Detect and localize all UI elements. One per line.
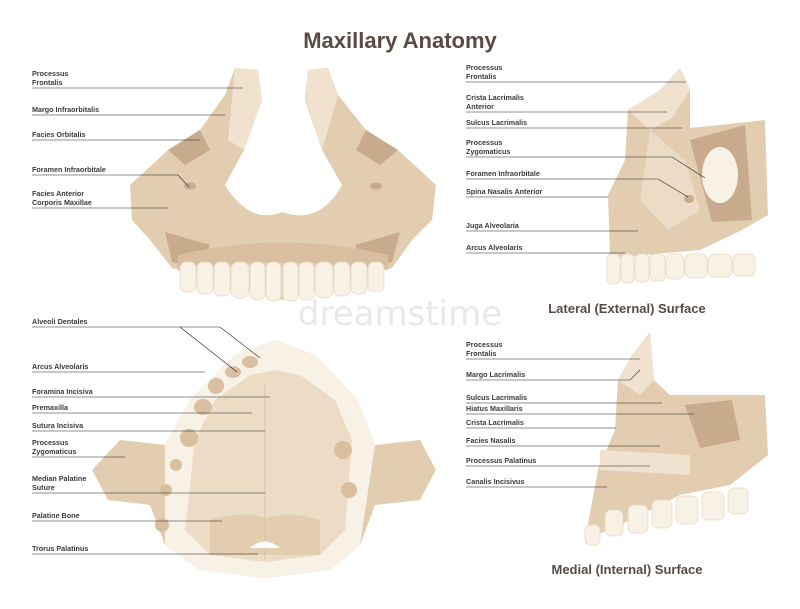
label-line: Zygomaticus (32, 447, 76, 456)
label-processus-palatinus: Processus Palatinus (466, 456, 650, 467)
svg-text:Palatine Bone: Palatine Bone (32, 511, 80, 520)
label-line: Facies Anterior (32, 189, 84, 198)
label-line: Processus (466, 63, 502, 72)
label-line: Corporis Maxillae (32, 198, 92, 207)
label-line: Processus (32, 69, 68, 78)
svg-text:Canalis Incisivus: Canalis Incisivus (466, 477, 524, 486)
label-line: Processus (466, 340, 502, 349)
medial-view-illustration (584, 332, 768, 546)
label-foramen-infraorbitale-lateral: Foramen Infraorbitale (466, 169, 689, 198)
svg-text:Margo Infraorbitalis: Margo Infraorbitalis (32, 105, 99, 114)
label-sulcus-lacrimalis-lateral: Sulcus Lacrimalis (466, 118, 682, 129)
page-title: Maxillary Anatomy (303, 28, 497, 53)
label-line: Suture (32, 483, 55, 492)
label-facies-nasalis: Facies Nasalis (466, 436, 660, 447)
label-line: Frontalis (466, 349, 496, 358)
label-line: Median Palatine (32, 474, 86, 483)
medial-caption: Medial (Internal) Surface (552, 562, 703, 577)
label-foramina-incisiva: Foramina Incisiva (32, 387, 270, 398)
svg-text:Foramina Incisiva: Foramina Incisiva (32, 387, 94, 396)
svg-text:Facies Orbitalis: Facies Orbitalis (32, 130, 86, 139)
svg-text:Trorus Palatinus: Trorus Palatinus (32, 544, 88, 553)
lateral-view-illustration (606, 68, 768, 285)
label-spina-nasalis-anterior: Spina Nasalis Anterior (466, 187, 608, 198)
label-line: Zygomaticus (466, 147, 510, 156)
label-line: Anterior (466, 102, 494, 111)
label-line: Frontalis (32, 78, 62, 87)
inferior-labels: Alveoli Dentales Arcus Alveolaris Forami… (32, 317, 270, 555)
inferior-view-illustration (92, 340, 436, 578)
label-margo-infraorbitalis: Margo Infraorbitalis (32, 105, 225, 116)
label-arcus-alveolaris-inferior: Arcus Alveolaris (32, 362, 205, 373)
svg-text:Sulcus Lacrimalis: Sulcus Lacrimalis (466, 118, 527, 127)
svg-text:Foramen Infraorbitale: Foramen Infraorbitale (466, 169, 540, 178)
label-line: Frontalis (466, 72, 496, 81)
frontal-view-illustration (130, 68, 436, 302)
svg-text:Processus Palatinus: Processus Palatinus (466, 456, 536, 465)
label-sutura-incisiva: Sutura Incisiva (32, 421, 265, 432)
svg-text:Hiatus Maxillaris: Hiatus Maxillaris (466, 404, 523, 413)
label-crista-lacrimalis-medial: Crista Lacrimalis (466, 418, 616, 429)
label-margo-lacrimalis: Margo Lacrimalis (466, 369, 641, 381)
label-canalis-incisivus: Canalis Incisivus (466, 477, 607, 488)
svg-text:Sulcus Lacrimalis: Sulcus Lacrimalis (466, 393, 527, 402)
label-facies-orbitalis: Facies Orbitalis (32, 130, 200, 141)
label-foramen-infraorbitale: Foramen Infraorbitale (32, 165, 190, 188)
label-line: Processus (466, 138, 502, 147)
label-line: Processus (32, 438, 68, 447)
svg-text:Premaxilla: Premaxilla (32, 403, 69, 412)
label-sulcus-lacrimalis-medial: Sulcus Lacrimalis (466, 393, 662, 404)
svg-text:Sutura Incisiva: Sutura Incisiva (32, 421, 84, 430)
label-palatine-bone: Palatine Bone (32, 511, 222, 522)
svg-text:Arcus Alveolaris: Arcus Alveolaris (32, 362, 88, 371)
svg-text:Arcus Alveolaris: Arcus Alveolaris (466, 243, 522, 252)
svg-text:Margo Lacrimalis: Margo Lacrimalis (466, 370, 525, 379)
svg-text:Juga Alveolaria: Juga Alveolaria (466, 221, 520, 230)
label-arcus-alveolaris-lateral: Arcus Alveolaris (466, 243, 625, 254)
svg-text:Crista Lacrimalis: Crista Lacrimalis (466, 418, 524, 427)
label-juga-alveolaria: Juga Alveolaria (466, 221, 638, 232)
label-hiatus-maxillaris: Hiatus Maxillaris (466, 404, 694, 415)
svg-text:Facies Nasalis: Facies Nasalis (466, 436, 516, 445)
label-line: Crista Lacrimalis (466, 93, 524, 102)
svg-text:Alveoli Dentales: Alveoli Dentales (32, 317, 88, 326)
svg-text:Foramen Infraorbitale: Foramen Infraorbitale (32, 165, 106, 174)
lateral-caption: Lateral (External) Surface (548, 301, 706, 316)
svg-text:Spina Nasalis Anterior: Spina Nasalis Anterior (466, 187, 543, 196)
label-premaxilla: Premaxilla (32, 403, 252, 414)
watermark: dreamstime (298, 294, 502, 334)
label-alveoli-dentales: Alveoli Dentales (32, 317, 261, 373)
label-trorus-palatinus: Trorus Palatinus (32, 544, 258, 555)
